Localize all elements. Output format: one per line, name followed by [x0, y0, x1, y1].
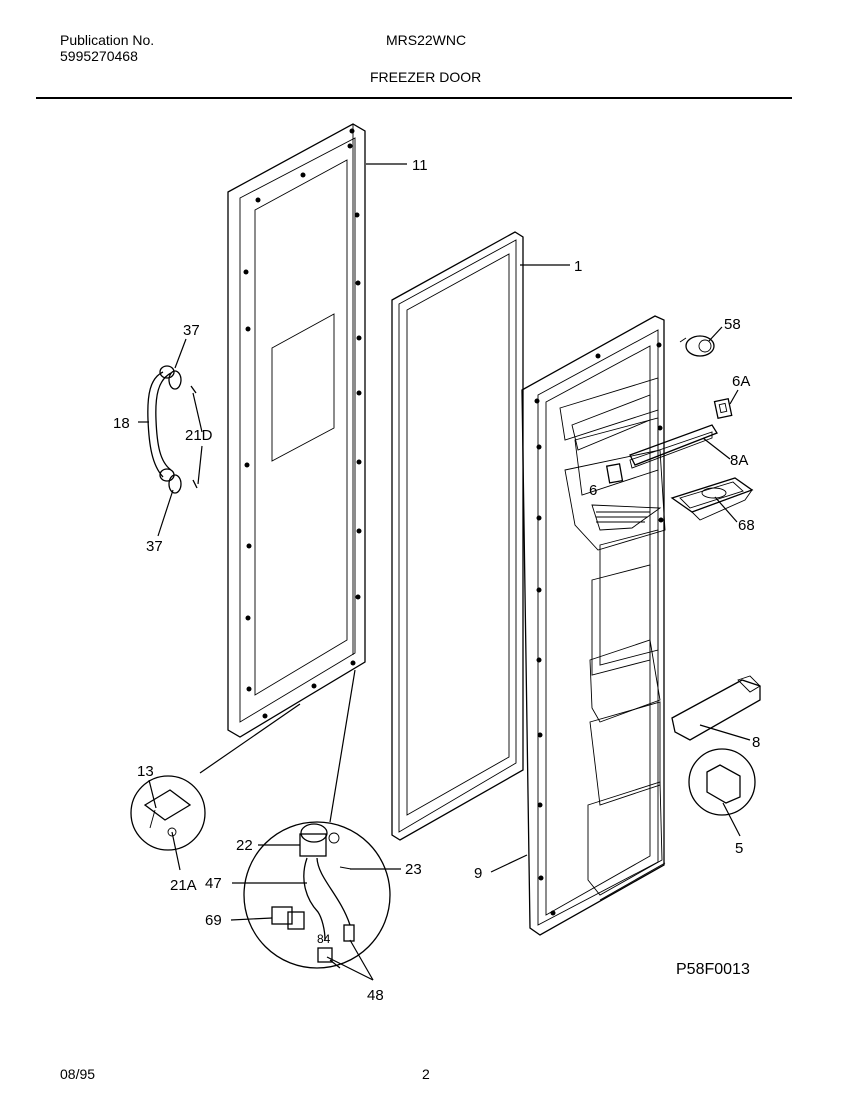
bar-8A	[629, 424, 718, 469]
tray-68	[670, 477, 754, 521]
callout-23: 23	[405, 861, 422, 878]
callout-1: 1	[574, 258, 582, 275]
callout-13: 13	[137, 763, 154, 780]
callout-37-bottom: 37	[146, 538, 163, 555]
outer-door-panel	[227, 123, 366, 738]
callout-5: 5	[735, 840, 743, 857]
footer-date: 08/95	[60, 1066, 96, 1082]
screw-58	[679, 335, 715, 357]
callout-47: 47	[205, 875, 222, 892]
callout-69: 69	[205, 912, 222, 929]
callout-8: 8	[752, 734, 760, 751]
model-number: MRS22WNC	[386, 32, 467, 48]
callout-9: 9	[474, 865, 482, 882]
callout-18: 18	[113, 415, 130, 432]
door-handle	[147, 365, 198, 494]
hinge-detail-circle	[130, 775, 206, 851]
header-rule	[36, 97, 792, 99]
callout-37-top: 37	[183, 322, 200, 339]
callout-8A: 8A	[730, 452, 748, 469]
callout-6A: 6A	[732, 373, 750, 390]
callout-21D: 21D	[185, 427, 213, 444]
switch-harness-detail	[243, 821, 391, 969]
leader-lines	[138, 163, 751, 981]
clip-6	[605, 463, 624, 484]
callout-22: 22	[236, 837, 253, 854]
section-title: FREEZER DOOR	[370, 69, 482, 85]
detail-circle-5	[688, 748, 756, 816]
publication-number: 5995270468	[60, 48, 138, 64]
publication-label: Publication No.	[60, 32, 155, 48]
callout-58: 58	[724, 316, 741, 333]
clip-6A	[713, 397, 733, 420]
callout-68: 68	[738, 517, 755, 534]
callout-48: 48	[367, 987, 384, 1004]
callout-84: 84	[317, 932, 331, 946]
callout-11: 11	[412, 157, 428, 174]
callout-6: 6	[589, 482, 597, 499]
page-number: 2	[422, 1066, 430, 1082]
callout-21A: 21A	[170, 877, 197, 894]
shelf-rail-8	[671, 675, 761, 741]
door-gasket	[391, 231, 524, 841]
door-liner	[521, 315, 666, 936]
figure-code: P58F0013	[676, 961, 750, 978]
